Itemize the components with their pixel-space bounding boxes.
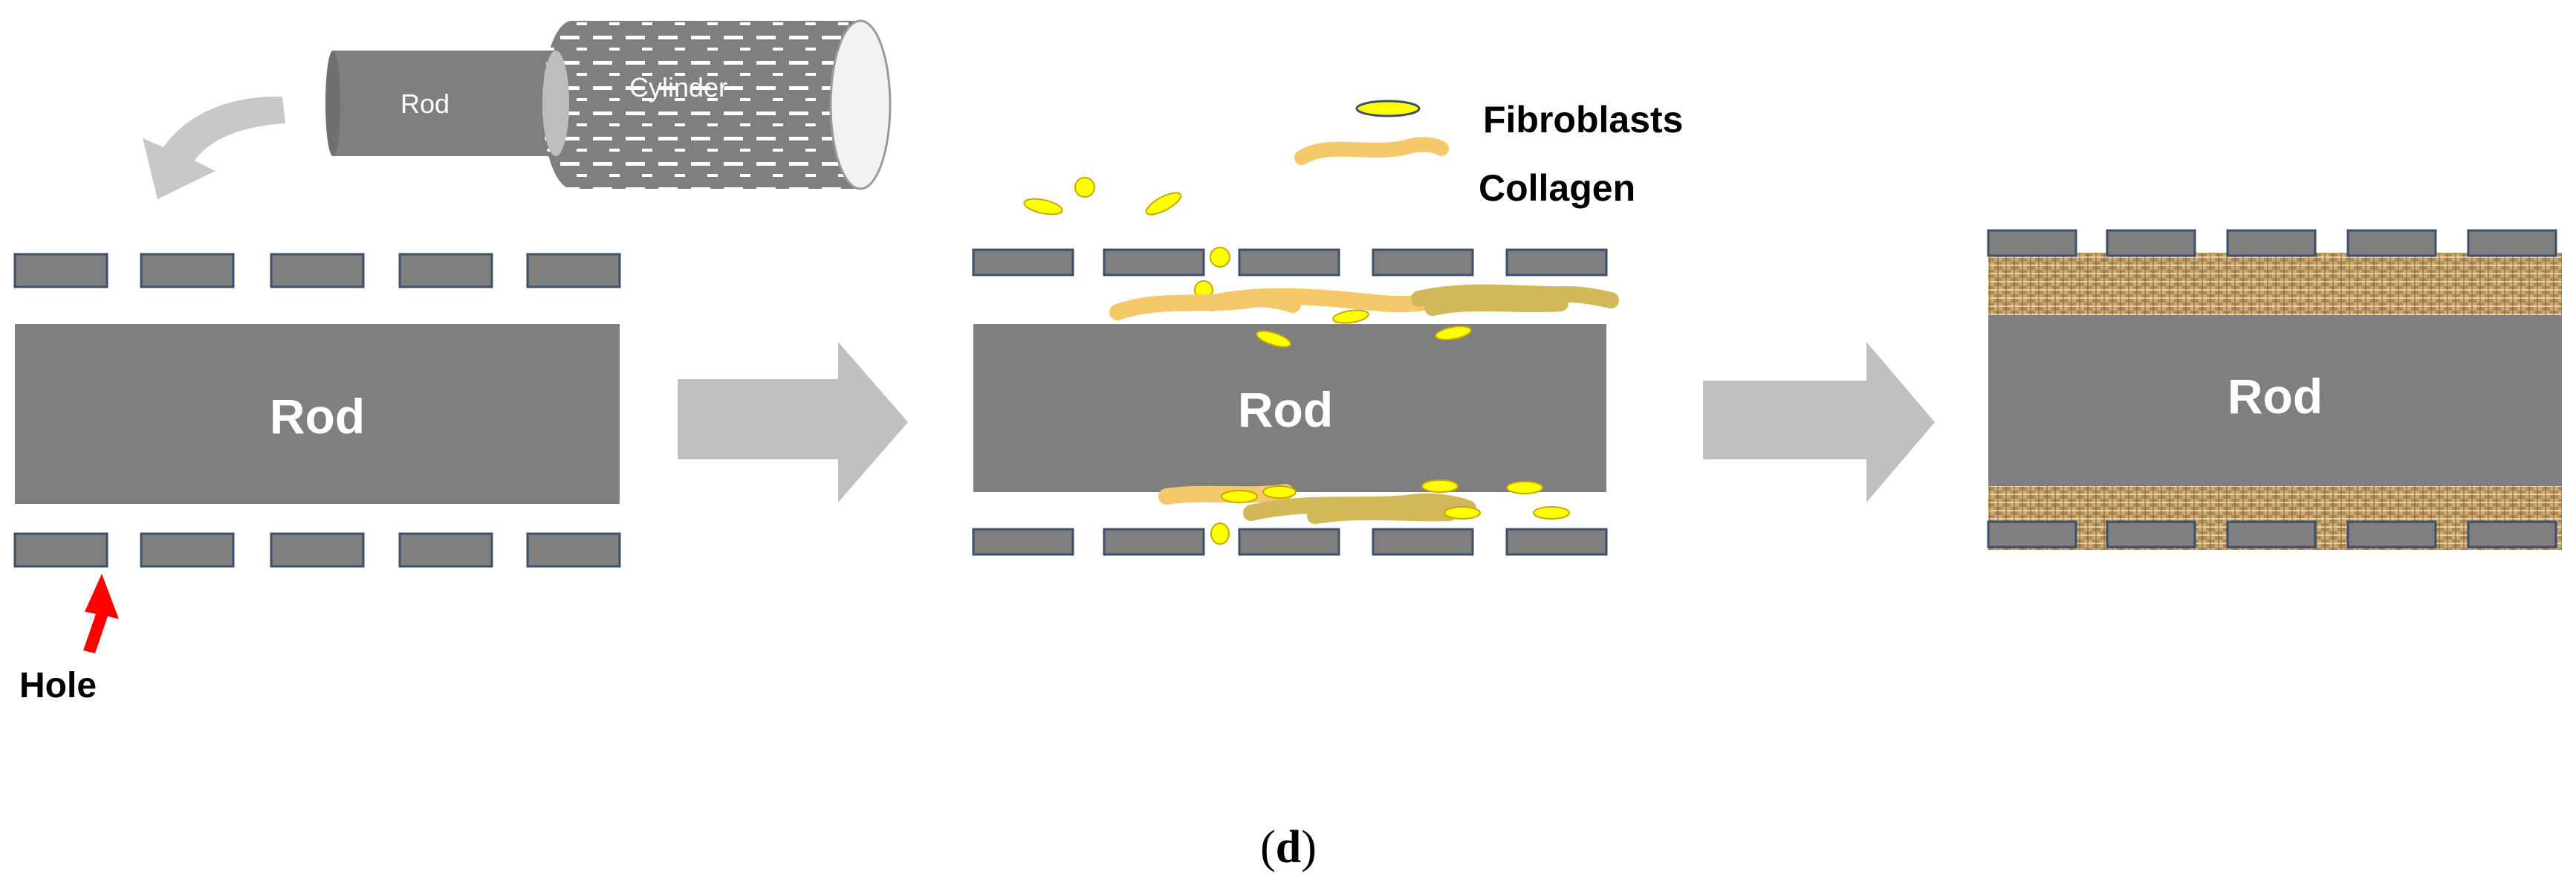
small-rod	[333, 51, 556, 156]
collagen-fibers-top	[1109, 284, 1619, 320]
rod	[973, 324, 1606, 492]
rod-label: Rod	[2228, 369, 2323, 424]
hole-label: Hole	[19, 666, 97, 705]
fibroblast-legend-icon	[1355, 100, 1421, 117]
figure-caption: (d)	[1260, 822, 1317, 873]
bottom-slats	[1987, 520, 2557, 549]
bottom-slats	[13, 532, 621, 568]
curved-arrow-icon	[143, 96, 285, 199]
rod-label: Rod	[1238, 382, 1333, 437]
fibroblasts-top	[1256, 309, 1472, 348]
cylinder-body	[572, 21, 860, 189]
panel-assembly: Rod Hole	[13, 253, 621, 705]
rod	[15, 324, 620, 504]
panel-seeding: Fibroblasts Collagen Rod	[972, 99, 1683, 556]
collagen-fibers-bottom	[1158, 484, 1476, 524]
collagen-label: Collagen	[1479, 167, 1635, 209]
top-slats	[1987, 229, 2557, 257]
caption-letter: d	[1276, 822, 1301, 873]
tissue-layer-top	[1988, 253, 2562, 324]
rod-label: Rod	[270, 389, 365, 444]
small-rod-label: Rod	[400, 88, 450, 119]
top-slats	[972, 248, 1608, 277]
collagen-legend-icon	[1294, 137, 1449, 165]
fibroblasts-label: Fibroblasts	[1483, 99, 1683, 140]
rod-cylinder-assembly: Rod Cylinder	[325, 19, 892, 190]
red-arrow-icon	[83, 574, 119, 653]
rod	[1988, 315, 2562, 486]
caption-close-paren: )	[1301, 822, 1317, 873]
fibroblasts-bottom	[1210, 479, 1570, 545]
bottom-slats	[972, 528, 1608, 556]
right-arrow-icon	[1703, 342, 1935, 502]
caption-open-paren: (	[1260, 822, 1276, 873]
right-arrow-icon	[678, 342, 908, 502]
panel-tissue: Rod	[1987, 229, 2562, 550]
cylinder-front-opening	[829, 19, 892, 190]
small-rod-end	[325, 51, 340, 156]
top-slats	[13, 253, 621, 288]
rod-insert-end	[542, 51, 569, 156]
cylinder-label: Cylinder	[629, 72, 727, 103]
falling-fibroblasts	[1023, 177, 1230, 300]
